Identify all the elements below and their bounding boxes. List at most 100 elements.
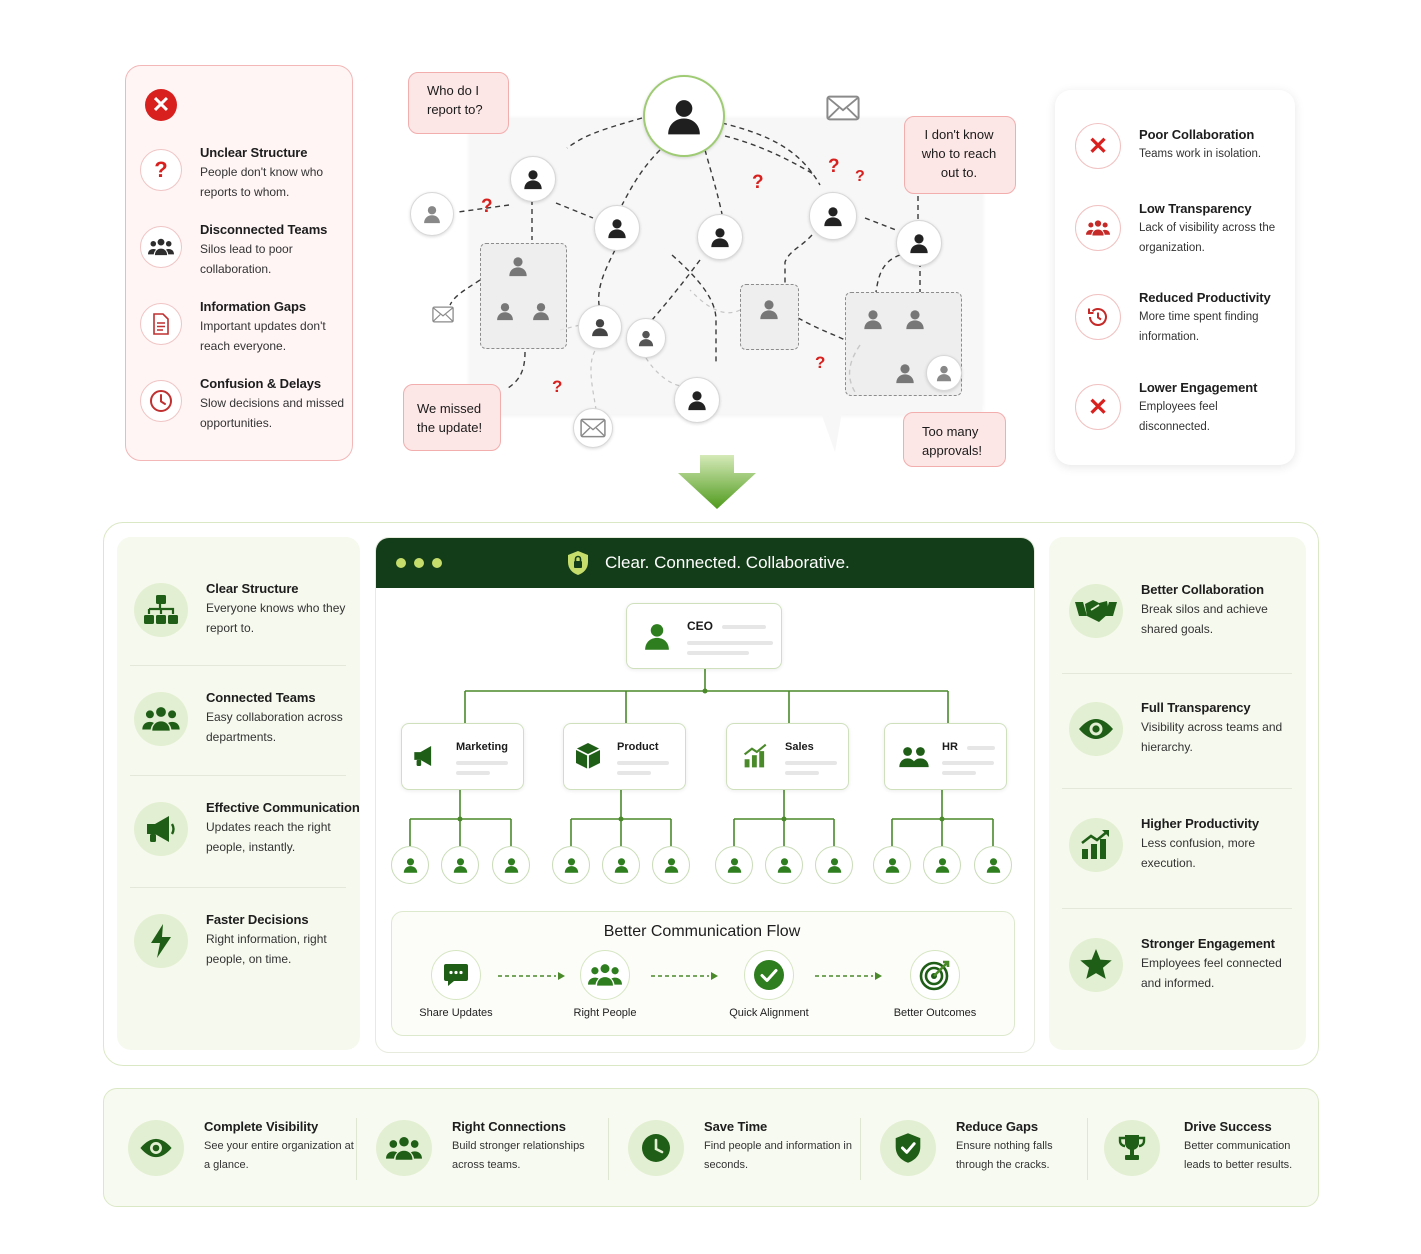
benefit-title: Stronger Engagement [1141,936,1275,951]
department-label: Marketing [456,741,508,753]
employee-avatar[interactable] [552,846,590,884]
department-card-product[interactable]: Product [563,723,686,790]
problem-title: Poor Collaboration [1139,127,1255,142]
flow-arrows [498,972,882,980]
department-card-marketing[interactable]: Marketing [401,723,524,790]
bottom-benefit-title: Save Time [704,1119,768,1134]
employee-avatar[interactable] [815,846,853,884]
employee-avatar[interactable] [441,846,479,884]
x-icon: ✕ [1075,123,1121,169]
flow-step-label: Right People [573,1007,637,1019]
problem-title: Information Gaps [200,299,307,314]
ceo-card[interactable]: CEO [626,603,782,669]
benefit-title: Faster Decisions [206,912,309,927]
problem-desc: Important updates don't reach everyone. [200,319,326,353]
check-icon [744,950,794,1000]
eye-icon [128,1120,184,1176]
employee-avatar[interactable] [765,846,803,884]
problem-title: Confusion & Delays [200,376,321,391]
megaphone-icon [414,746,432,766]
flow-step: Better Outcomes [880,950,990,1019]
star-icon [1069,938,1123,992]
person-avatar[interactable] [578,305,622,349]
benefit-title: Connected Teams [206,690,316,705]
bottom-benefit-desc: Build stronger relationships across team… [452,1140,585,1171]
person-avatar[interactable] [674,377,720,423]
employee-avatar[interactable] [715,846,753,884]
bottom-benefit-desc: Better communication leads to better res… [1184,1140,1293,1171]
close-icon[interactable]: ✕ [145,89,177,121]
flow-step-label: Better Outcomes [893,1007,977,1019]
person-avatar[interactable] [626,318,666,358]
clock-icon [140,380,182,422]
person-avatar[interactable] [510,156,556,202]
benefit-title: Clear Structure [206,581,299,596]
person-avatar[interactable] [697,214,743,260]
shield-lock-icon [568,551,588,575]
bottom-benefit-title: Right Connections [452,1119,566,1134]
problem-desc: Lack of visibility across the organizati… [1139,222,1276,254]
benefit-desc: Right information, right people, on time… [206,932,327,966]
envelope-icon [432,306,454,328]
question-mark: ? [815,353,826,372]
envelope-icon [573,408,613,448]
problem-desc: Slow decisions and missed opportunities. [200,396,345,430]
lightning-icon [134,914,188,968]
employee-avatar[interactable] [652,846,690,884]
question-mark: ? [828,156,840,177]
employee-avatar[interactable] [602,846,640,884]
person-avatar[interactable] [809,192,857,240]
chat-icon [431,950,481,1000]
problem-desc: People don't know who reports to whom. [200,165,324,199]
problem-title: Lower Engagement [1139,380,1258,395]
employee-avatar[interactable] [923,846,961,884]
bottom-benefit-title: Reduce Gaps [956,1119,1038,1134]
shield-check-icon [880,1120,936,1176]
department-card-hr[interactable]: HR [884,723,1007,790]
person-avatar[interactable] [896,220,942,266]
flow-step-label: Share Updates [419,1007,493,1019]
problem-desc: More time spent finding information. [1139,311,1259,343]
flow-title: Better Communication Flow [603,923,801,940]
bottom-benefit-desc: Find people and information in seconds. [704,1140,852,1171]
person-avatar[interactable] [410,192,454,236]
team-group[interactable] [740,284,799,350]
window-title: Clear. Connected. Collaborative. [605,553,850,572]
clock-back-icon [1075,294,1121,340]
question-icon: ? [140,149,182,191]
person-avatar-top[interactable] [643,75,725,157]
problem-title: Reduced Productivity [1139,290,1271,305]
org-chart-lines [409,669,994,846]
eye-icon [1069,702,1123,756]
bottom-benefit-title: Drive Success [1184,1119,1272,1134]
team-group[interactable] [480,243,567,349]
speech-bubble: I don't know who to reach out to. [904,116,1016,194]
department-card-sales[interactable]: Sales [726,723,849,790]
flow-step: Right People [555,950,655,1019]
employee-avatar[interactable] [492,846,530,884]
benefit-desc: Visibility across teams and hierarchy. [1141,720,1283,754]
team-group[interactable] [845,292,962,396]
benefit-title: Effective Communication [206,800,360,815]
problem-title: Unclear Structure [200,145,308,160]
bottom-benefit-desc: Ensure nothing falls through the cracks. [956,1140,1053,1171]
chart-icon [1069,818,1123,872]
benefit-desc: Less confusion, more execution. [1141,836,1256,870]
transition-arrow [678,455,756,509]
envelope-icon [826,95,860,126]
employee-avatar[interactable] [974,846,1012,884]
employee-avatar[interactable] [873,846,911,884]
question-mark: ? [552,377,563,396]
speech-bubble: We missed the update! [403,384,501,451]
employee-avatar[interactable] [391,846,429,884]
person-avatar[interactable] [594,205,640,251]
benefit-title: Better Collaboration [1141,582,1264,597]
question-mark: ? [481,196,493,217]
department-label: Sales [785,741,814,753]
question-mark: ? [752,172,764,193]
window-titlebar: Clear. Connected. Collaborative. [376,538,1034,588]
